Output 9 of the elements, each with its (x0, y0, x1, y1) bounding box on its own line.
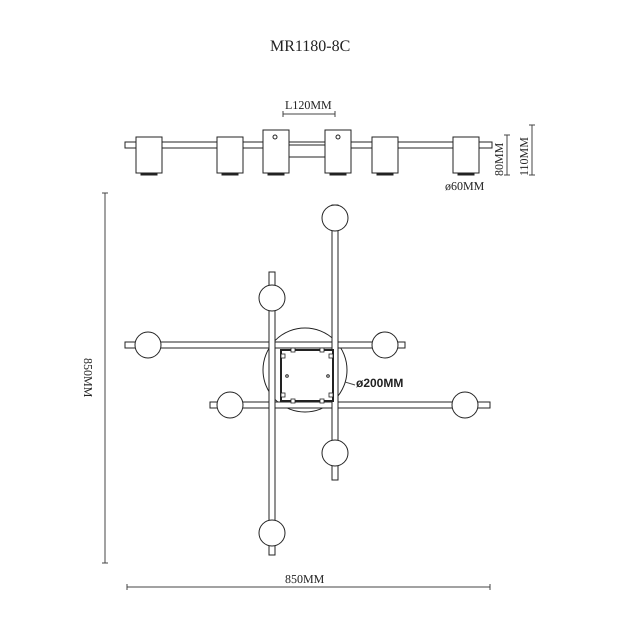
dimension-text: 110MM (517, 137, 531, 176)
dimension-text: 850MM (285, 572, 324, 586)
dimension-text: 80MM (492, 142, 506, 176)
dimension-text: L120MM (285, 98, 332, 112)
dimension-text: ø200MM (356, 376, 404, 390)
model-number: MR1180-8C (270, 40, 350, 54)
dimension-text: 850MM (81, 358, 95, 398)
leader-line (344, 382, 356, 386)
dimension-text: ø60MM (445, 179, 484, 193)
